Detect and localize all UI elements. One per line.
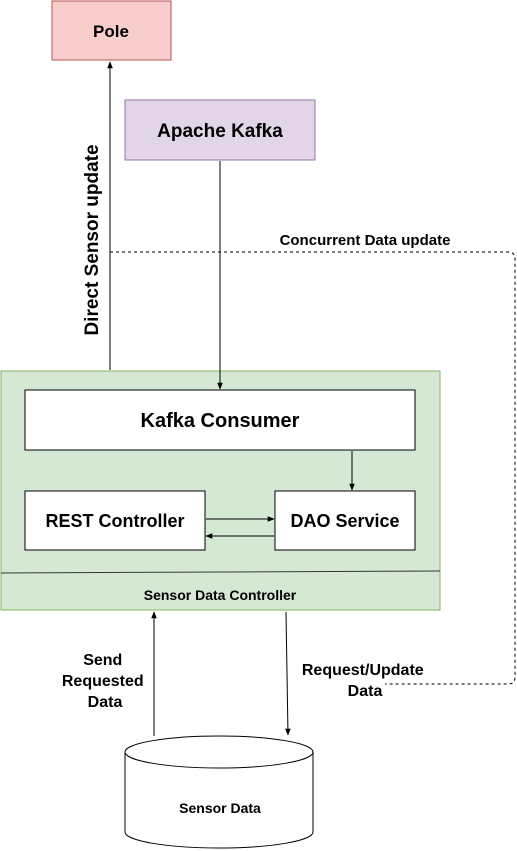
kafka-consumer-label: Kafka Consumer [141,410,300,432]
sensor-data-controller-label: Sensor Data Controller [144,587,297,603]
kafka-consumer-node[interactable]: Kafka Consumer [24,389,416,451]
request-update-data-label: Request/Update Data [302,662,428,700]
send-requested-data-line-2: Requested [62,673,144,690]
send-requested-data-line-1: Send [83,652,122,669]
dao-service-node[interactable]: DAO Service [274,490,416,551]
direct-sensor-update-label: Direct Sensor update [82,144,103,335]
request-update-data-line-1: Request/Update [302,662,424,679]
dao-service-box [274,490,416,551]
apache-kafka-box [124,99,316,161]
sensor-data-label: Sensor Data [179,800,261,816]
rest-controller-box [24,490,206,551]
pole-label: Pole [93,22,129,41]
rest-controller-node[interactable]: REST Controller [24,490,206,551]
pole-node[interactable]: Pole [51,0,172,61]
dao-service-label: DAO Service [290,511,399,531]
sensor-data-controller-divider [0,570,441,574]
concurrent-data-update-edge [110,251,516,685]
pole-box [51,0,172,61]
sensor-data-cylinder-top [124,735,314,769]
apache-kafka-label: Apache Kafka [157,121,283,142]
apache-kafka-node[interactable]: Apache Kafka [124,99,316,161]
sensor-data-cylinder-body [124,752,314,849]
kafka-consumer-box [24,389,416,451]
send-requested-data-line-3: Data [88,694,123,711]
request-update-data-edge [285,611,291,736]
sensor-data-database[interactable]: Sensor Data [124,735,314,849]
request-update-data-line-2: Data [348,683,383,700]
send-requested-data-label: Send Requested Data [62,652,148,711]
rest-controller-label: REST Controller [45,511,184,531]
concurrent-data-update-label: Concurrent Data update [280,232,451,249]
